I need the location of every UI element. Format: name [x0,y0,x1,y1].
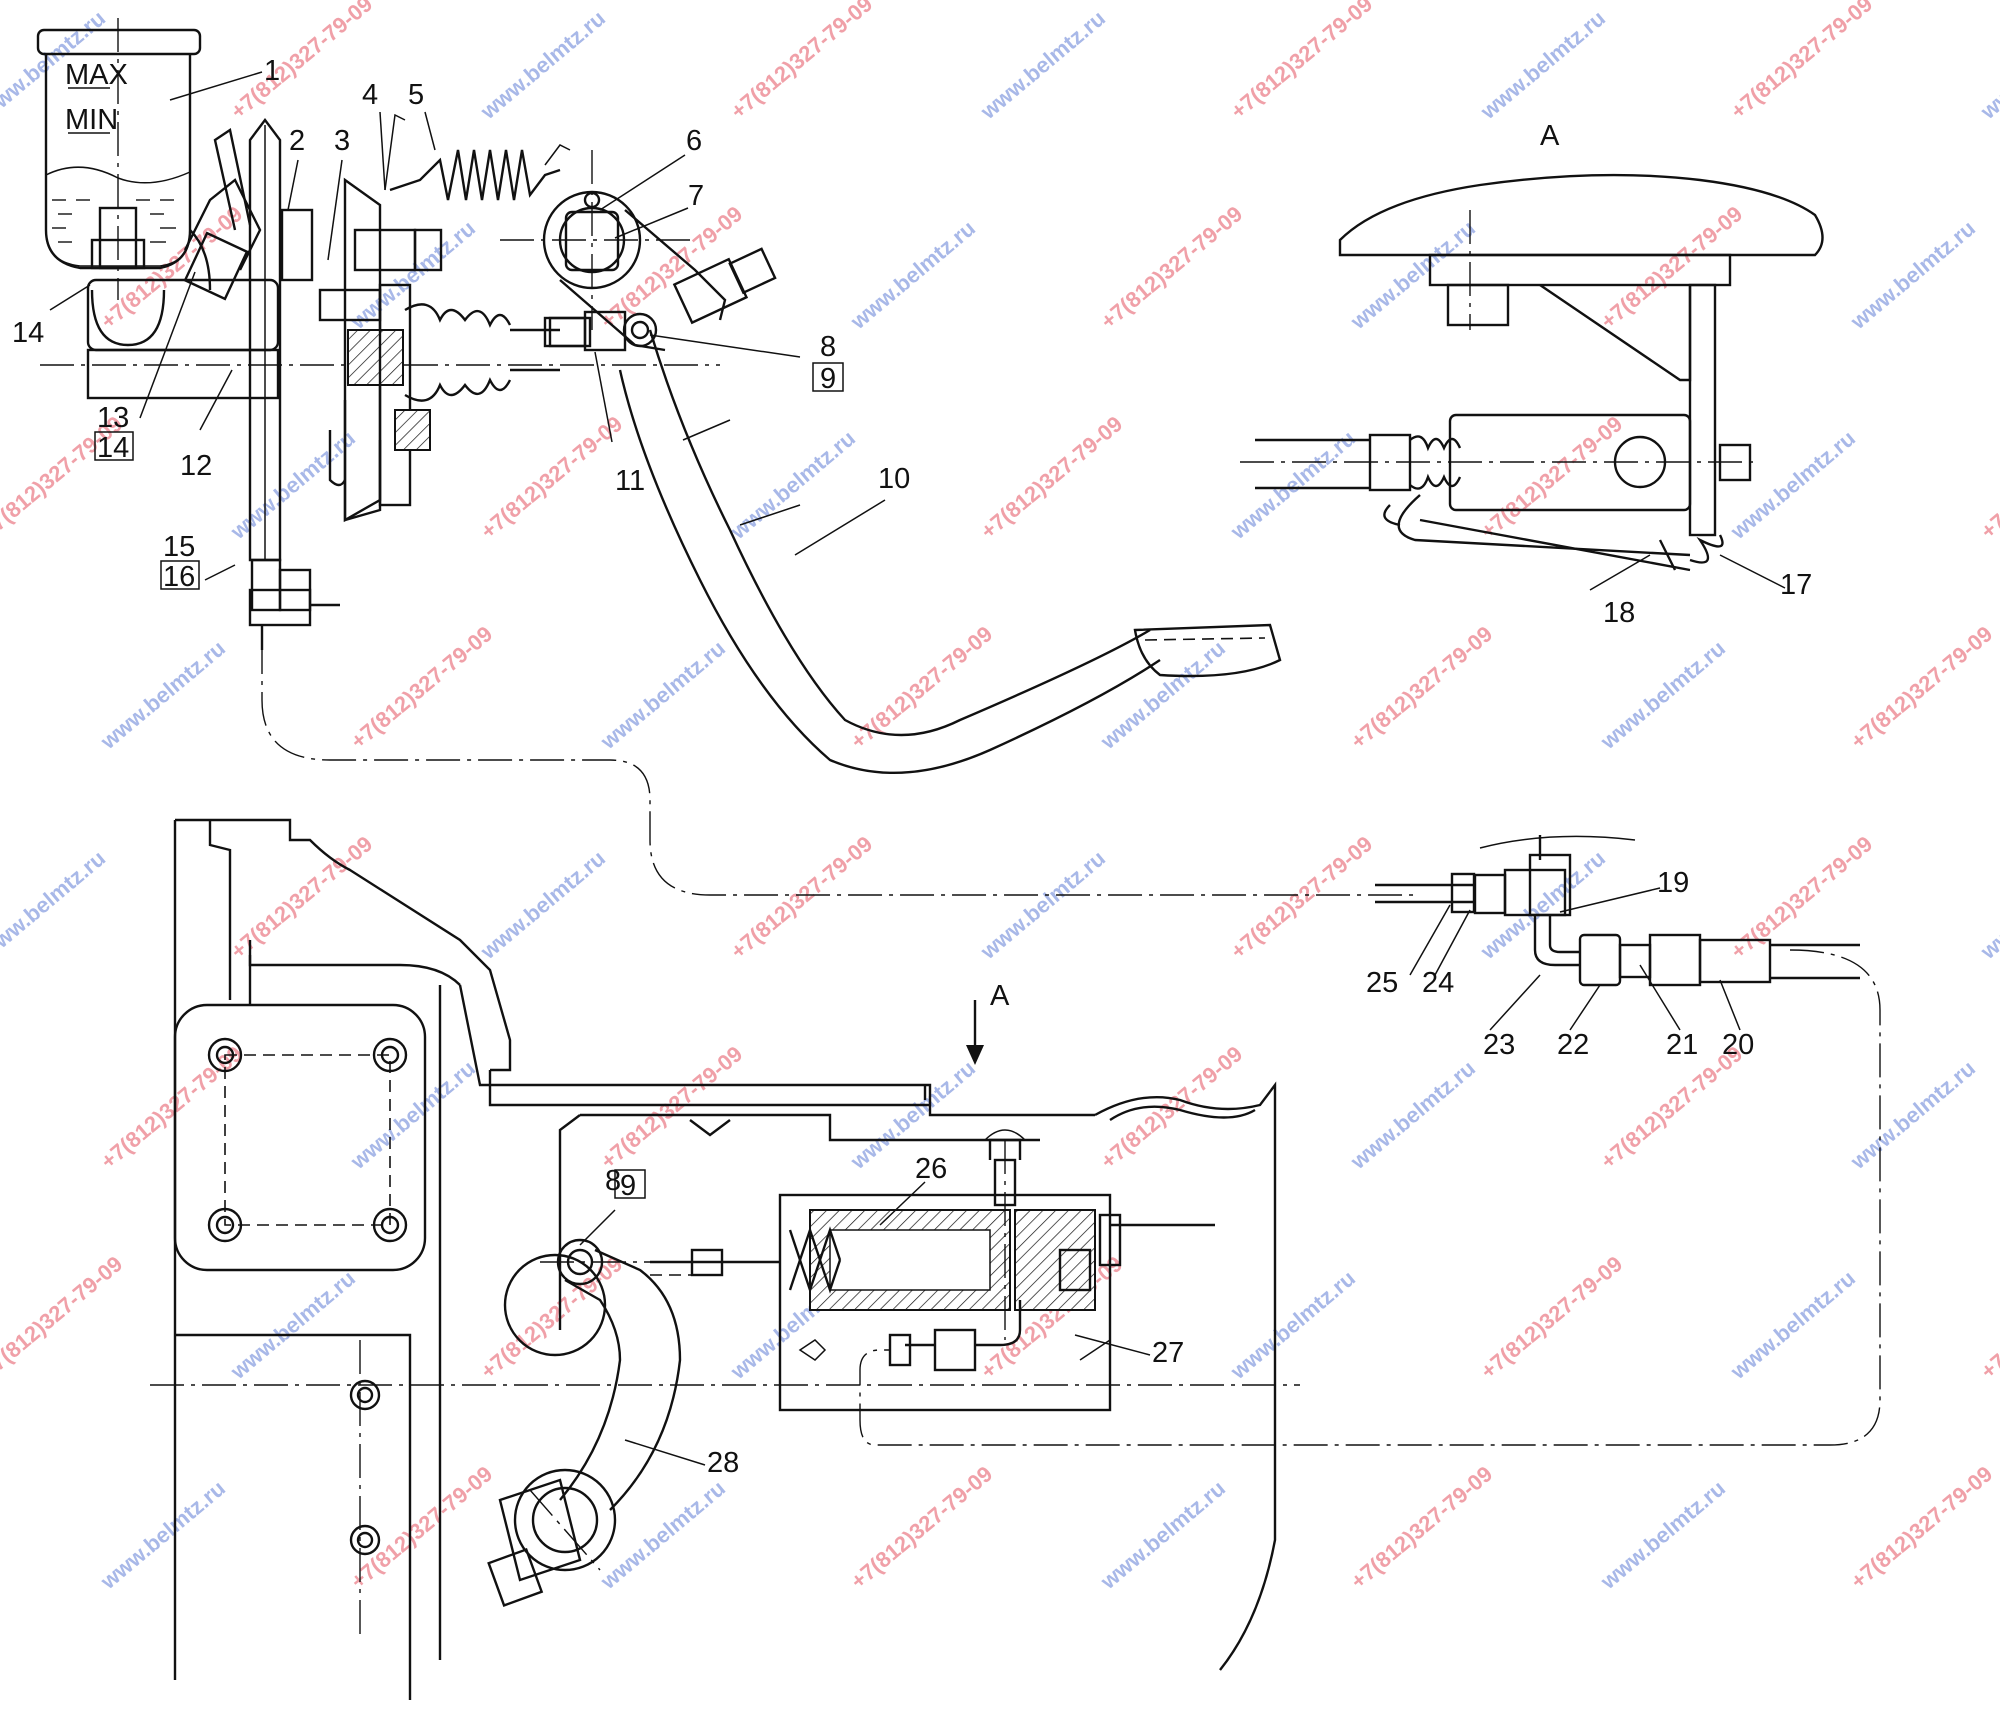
watermark-text: +7(812)327-79-09 [596,1041,747,1174]
callout-15: 15 [163,531,195,563]
watermark-text: +7(812)327-79-09 [1476,1251,1627,1384]
view-a-title: A [1540,120,1560,152]
watermark-text: +7(812)327-79-09 [346,621,497,754]
watermark-text: www.belmtz.ru [1595,635,1730,754]
callout-8: 8 [820,331,836,363]
callout-10: 10 [878,463,910,495]
callout-6: 6 [686,125,702,157]
watermark-text: www.belmtz.ru [725,425,860,544]
callout-5: 5 [408,79,424,111]
callout-24: 24 [1422,967,1454,999]
watermark-text: www.belmtz.ru [1845,1055,1980,1174]
watermark-text: www.belmtz.ru [1975,5,2000,124]
callout-13: 13 [97,402,129,434]
watermark-text: www.belmtz.ru [1475,5,1610,124]
watermark-text: www.belmtz.ru [1345,215,1480,334]
watermark-text: www.belmtz.ru [1845,215,1980,334]
callout-18: 18 [1603,597,1635,629]
watermark-text: www.belmtz.ru [95,1475,230,1594]
watermark-layer: www.belmtz.ru +7(812)327-79-09 www.belmtz.… [0,0,2000,1594]
watermark-text: +7(812)327-79-09 [1596,201,1747,334]
callout-19: 19 [1657,867,1689,899]
watermark-text: +7(812)327-79-09 [1846,621,1997,754]
callout-3: 3 [334,125,350,157]
watermark-text: www.belmtz.ru [1345,1055,1480,1174]
watermark-text: www.belmtz.ru [1595,1475,1730,1594]
watermark-text: www.belmtz.ru [1095,1475,1230,1594]
watermark-text: www.belmtz.ru [95,635,230,754]
watermark-text: www.belmtz.ru [845,215,980,334]
watermark-text: +7(812)327-79-09 [976,411,1127,544]
watermark-text: +7(812)327-79-09 [726,0,877,124]
watermark-text: +7(812)327-79-09 [226,0,377,124]
watermark-text: +7(812)327-79-09 [1346,621,1497,754]
callout-9-lower: 9 [620,1170,636,1202]
watermark-text: www.belmtz.ru [475,5,610,124]
watermark-text: +7(812)327-79-09 [1096,201,1247,334]
callout-22: 22 [1557,1029,1589,1061]
callout-12: 12 [180,450,212,482]
callout-14: 14 [12,317,44,349]
watermark-text: www.belmtz.ru [1225,425,1360,544]
leader-lines [49,71,1786,1466]
watermark-text: www.belmtz.ru [975,5,1110,124]
watermark-text: www.belmtz.ru [1725,425,1860,544]
watermark-text: +7(812)327-79-09 [1346,1461,1497,1594]
watermark-text: +7(812)327-79-09 [726,831,877,964]
watermark-text: www.belmtz.ru [975,845,1110,964]
watermark-text: +7(812)327-79-09 [846,1461,997,1594]
callout-17: 17 [1780,569,1812,601]
fluid-reservoir: MAX MIN [36,18,202,300]
clutch-pedal [384,113,1282,775]
callout-11: 11 [615,465,645,497]
watermark-text: +7(812)327-79-09 [1846,1461,1997,1594]
callout-21: 21 [1666,1029,1698,1061]
watermark-text: +7(812)327-79-09 [1476,411,1627,544]
watermark-text: +7(812)327-79-09 [476,411,627,544]
watermark-text: www.belmtz.ru [1975,845,2000,964]
watermark-text: +7(812)327-79-09 [1976,411,2000,544]
watermark-text: www.belmtz.ru [345,1055,480,1174]
transmission-housing [150,818,1300,1700]
callout-7: 7 [688,180,704,212]
watermark-text: +7(812)327-79-09 [1976,1251,2000,1384]
callout-1: 1 [264,55,280,87]
callout-9: 9 [820,363,836,395]
watermark-text: www.belmtz.ru [1725,1265,1860,1384]
watermark-text: +7(812)327-79-09 [226,831,377,964]
watermark-text: +7(812)327-79-09 [1726,0,1877,124]
watermark-text: www.belmtz.ru [225,1265,360,1384]
reservoir-min-mark: MIN [65,104,118,136]
callout-25: 25 [1366,967,1398,999]
reservoir-max-mark: MAX [65,59,128,91]
watermark-text: www.belmtz.ru [1095,635,1230,754]
callout-20: 20 [1722,1029,1754,1061]
watermark-text: +7(812)327-79-09 [1226,831,1377,964]
pedal-switch [248,558,340,650]
callout-8-lower: 8 [605,1165,621,1197]
watermark-text: +7(812)327-79-09 [0,1251,127,1384]
view-a-detail [1240,173,1824,572]
hydraulic-line [261,640,1881,1446]
callout-27: 27 [1152,1337,1184,1369]
callout-14-boxed: 14 [97,432,129,464]
callout-28: 28 [707,1447,739,1479]
callout-numbers: 1 2 3 4 5 6 7 8 9 10 11 12 13 14 14 15 1… [12,55,1812,1479]
master-cylinder-assembly [40,118,720,562]
callout-23: 23 [1483,1029,1515,1061]
watermark-text: www.belmtz.ru [595,635,730,754]
pipe-fittings [1375,835,1860,987]
watermark-text: www.belmtz.ru [0,845,110,964]
watermark-text: www.belmtz.ru [345,215,480,334]
callout-26: 26 [915,1153,947,1185]
watermark-text: www.belmtz.ru [595,1475,730,1594]
watermark-text: www.belmtz.ru [475,845,610,964]
view-a-arrow-label: A [990,980,1010,1012]
callout-4: 4 [362,79,378,111]
callout-16: 16 [163,561,195,593]
watermark-text: +7(812)327-79-09 [1226,0,1377,124]
callout-2: 2 [289,125,305,157]
watermark-text: www.belmtz.ru [1225,1265,1360,1384]
